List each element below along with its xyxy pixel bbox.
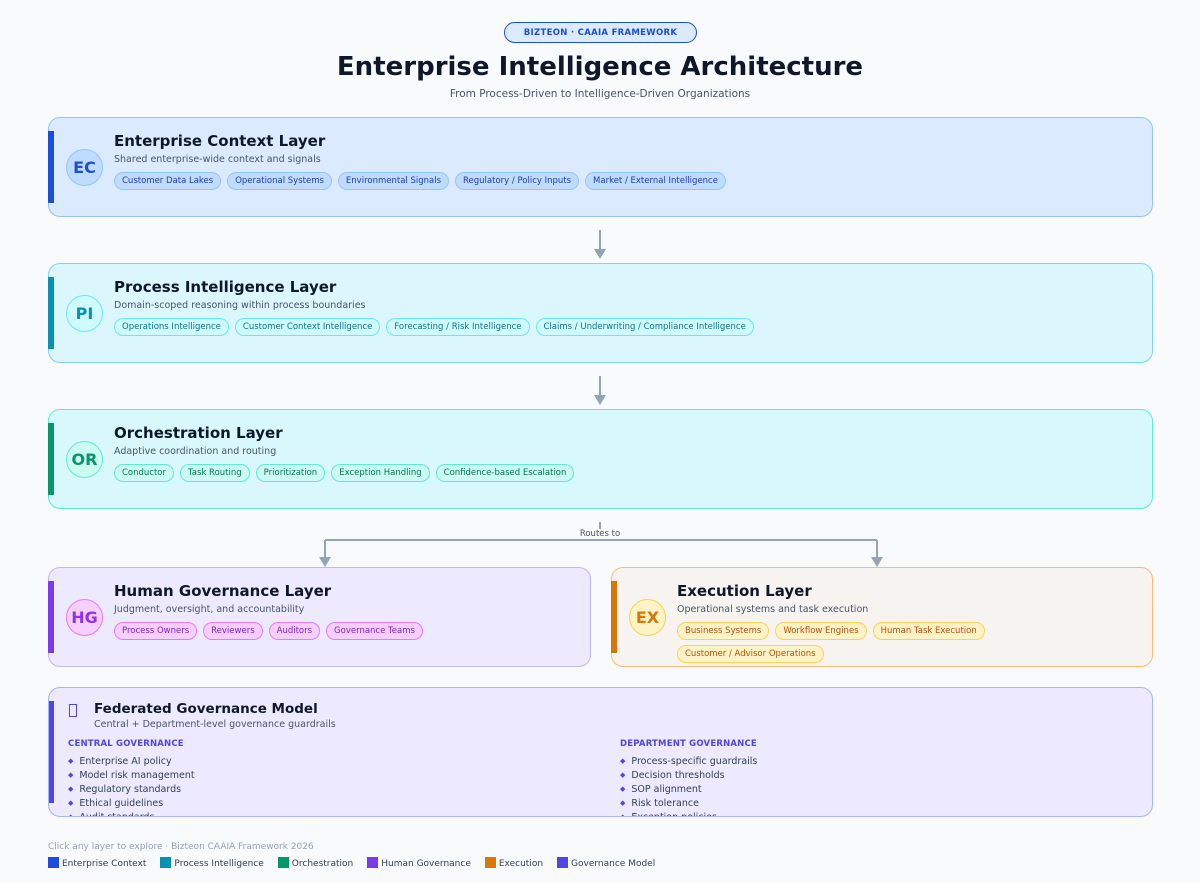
layer-chip[interactable]: Forecasting / Risk Intelligence: [386, 318, 530, 336]
legend-label: Human Governance: [381, 859, 471, 869]
layer-chips: Process Owners Reviewers Auditors Governanc…: [114, 622, 570, 640]
legend-swatch: [484, 857, 496, 868]
layer-card-or[interactable]: OR Orchestration Layer Adaptive coordina…: [48, 409, 1153, 509]
layer-chip[interactable]: Prioritization: [255, 464, 326, 482]
federated-governance-card[interactable]: Federated Governance Model Central + Dep…: [48, 687, 1153, 817]
layer-title: Orchestration Layer: [114, 424, 283, 442]
layer-abbr-badge: PI: [66, 295, 103, 332]
legend-item: Execution: [484, 857, 544, 869]
legend-item: Orchestration: [277, 857, 354, 869]
layer-chip[interactable]: Customer Data Lakes: [114, 172, 222, 190]
legend-swatch: [277, 857, 289, 868]
layer-chip[interactable]: Business Systems: [677, 622, 770, 640]
legend-swatch: [557, 857, 569, 868]
layer-card-ex[interactable]: EX Execution Layer Operational systems a…: [611, 567, 1153, 667]
layer-chip[interactable]: Regulatory / Policy Inputs: [455, 172, 580, 190]
layer-chip[interactable]: Claims / Underwriting / Compliance Intel…: [535, 318, 754, 336]
layer-abbr-badge: EX: [629, 599, 666, 636]
legend-item: Human Governance: [367, 857, 471, 869]
shield-icon: [69, 704, 77, 717]
governance-item: Exception policies: [620, 811, 757, 816]
layer-subtitle: Shared enterprise-wide context and signa…: [114, 154, 321, 165]
page-subtitle: From Process-Driven to Intelligence-Driv…: [449, 88, 751, 100]
governance-item: Process-specific guardrails: [620, 755, 757, 769]
accent-bar: [49, 701, 54, 803]
layer-chip[interactable]: Customer Context Intelligence: [234, 318, 381, 336]
legend-swatch: [160, 857, 172, 868]
layer-subtitle: Operational systems and task execution: [677, 604, 869, 615]
governance-item: SOP alignment: [620, 783, 757, 797]
legend-label: Process Intelligence: [174, 859, 264, 869]
layer-abbr-badge: HG: [66, 599, 103, 636]
accent-bar: [48, 277, 54, 349]
central-governance-heading: CENTRAL GOVERNANCE: [68, 739, 184, 749]
layer-chip[interactable]: Confidence-based Escalation: [435, 464, 575, 482]
layer-abbr-badge: EC: [66, 149, 103, 186]
layer-chip[interactable]: Customer / Advisor Operations: [677, 645, 824, 663]
layer-chip[interactable]: Workflow Engines: [775, 622, 867, 640]
governance-item: Audit standards: [68, 811, 195, 816]
layer-chip[interactable]: Process Owners: [114, 622, 198, 640]
layer-chip[interactable]: Environmental Signals: [337, 172, 450, 190]
layer-chips: Operations Intelligence Customer Context …: [114, 318, 1132, 336]
governance-item: Ethical guidelines: [68, 797, 195, 811]
layer-chip[interactable]: Task Routing: [180, 464, 250, 482]
layer-chip[interactable]: Governance Teams: [326, 622, 423, 640]
accent-bar: [48, 131, 54, 203]
central-governance-list: Enterprise AI policyModel risk managemen…: [68, 755, 195, 816]
layer-abbr-badge: OR: [66, 441, 103, 478]
legend-item: Process Intelligence: [160, 857, 264, 869]
arrow-down-icon: [594, 376, 606, 405]
layer-subtitle: Judgment, oversight, and accountability: [114, 604, 305, 615]
layer-title: Enterprise Context Layer: [114, 132, 326, 150]
legend-swatch: [367, 857, 379, 868]
layer-chip[interactable]: Conductor: [114, 464, 175, 482]
legend: Enterprise Context Process Intelligence Or…: [48, 857, 655, 869]
governance-subtitle: Central + Department-level governance gu…: [94, 719, 336, 730]
governance-item: Decision thresholds: [620, 769, 757, 783]
legend-label: Execution: [498, 859, 544, 869]
department-governance-list: Process-specific guardrailsDecision thre…: [620, 755, 757, 816]
legend-label: Orchestration: [291, 859, 354, 869]
routes-label: Routes to: [560, 529, 640, 539]
layer-title: Human Governance Layer: [114, 582, 332, 600]
layer-subtitle: Adaptive coordination and routing: [114, 446, 277, 457]
layer-title: Process Intelligence Layer: [114, 278, 337, 296]
legend-swatch: [48, 857, 59, 868]
governance-title: Federated Governance Model: [94, 701, 318, 717]
legend-label: Enterprise Context: [62, 859, 147, 869]
department-governance-heading: DEPARTMENT GOVERNANCE: [620, 739, 757, 749]
accent-bar: [48, 423, 54, 495]
layer-chip[interactable]: Market / External Intelligence: [585, 172, 726, 190]
governance-item: Enterprise AI policy: [68, 755, 195, 769]
layer-subtitle: Domain-scoped reasoning within process b…: [114, 300, 366, 311]
footer-note: Click any layer to explore · Bizteon CAA…: [48, 842, 314, 852]
routing-arrows: [319, 522, 883, 567]
layer-card-pi[interactable]: PI Process Intelligence Layer Domain-sco…: [48, 263, 1153, 363]
legend-item: Governance Model: [557, 857, 655, 869]
layer-chip[interactable]: Reviewers: [203, 622, 263, 640]
layer-chips: Conductor Task Routing Prioritization Excep…: [114, 464, 1132, 482]
layer-chip[interactable]: Operations Intelligence: [114, 318, 229, 336]
legend-label: Governance Model: [571, 859, 656, 869]
layer-chips: Business Systems Workflow Engines Human Ta…: [677, 622, 1132, 663]
layer-chip[interactable]: Human Task Execution: [872, 622, 985, 640]
layer-chips: Customer Data Lakes Operational Systems En…: [114, 172, 1132, 190]
layer-card-ec[interactable]: EC Enterprise Context Layer Shared enter…: [48, 117, 1153, 217]
layer-title: Execution Layer: [677, 582, 812, 600]
governance-item: Model risk management: [68, 769, 194, 783]
governance-item: Regulatory standards: [68, 783, 195, 797]
accent-bar: [48, 581, 54, 653]
legend-item: Enterprise Context: [48, 857, 146, 869]
layer-card-hg[interactable]: HG Human Governance Layer Judgment, over…: [48, 567, 591, 667]
layer-chip[interactable]: Auditors: [268, 622, 321, 640]
accent-bar: [611, 581, 617, 653]
arrow-down-icon: [594, 230, 606, 259]
layer-chip[interactable]: Operational Systems: [227, 172, 332, 190]
layer-chip[interactable]: Exception Handling: [331, 464, 430, 482]
framework-badge: BIZTEON · CAAIA FRAMEWORK: [504, 22, 697, 43]
page-title: Enterprise Intelligence Architecture: [336, 52, 864, 82]
governance-item: Risk tolerance: [620, 797, 757, 811]
